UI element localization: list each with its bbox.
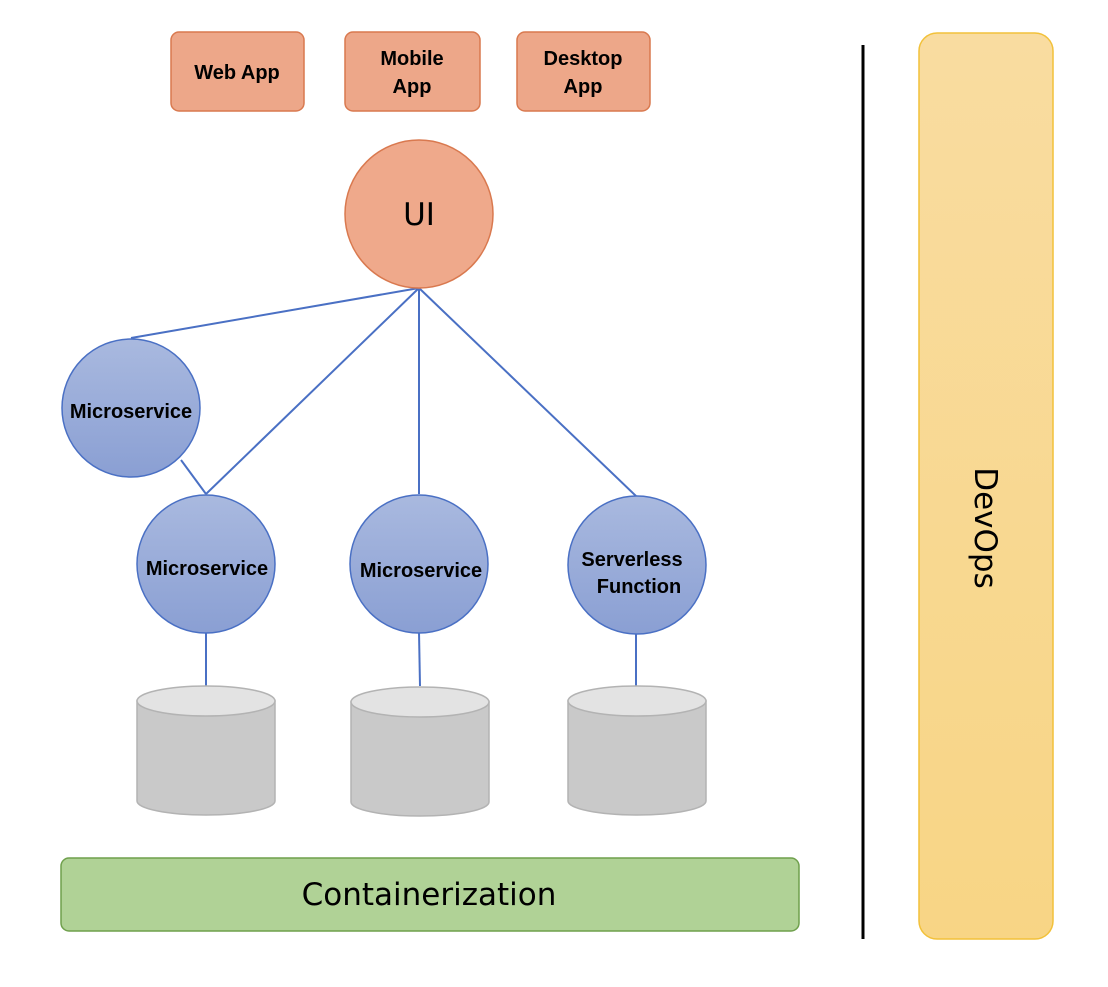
containerization-band: Containerization bbox=[60, 857, 800, 932]
service-circle bbox=[61, 338, 201, 478]
client-label-line1: Mobile bbox=[380, 48, 443, 70]
service-label: Microservice bbox=[146, 558, 268, 580]
client-web-app: Web App bbox=[170, 31, 305, 112]
client-box bbox=[170, 31, 305, 112]
ui-label: UI bbox=[403, 197, 435, 233]
database-top bbox=[136, 685, 276, 717]
database-cylinder bbox=[350, 686, 490, 817]
connector-ui-serverless bbox=[418, 287, 637, 497]
ui-circle bbox=[344, 139, 494, 289]
client-label: Web App bbox=[194, 62, 280, 84]
service-circle bbox=[136, 494, 276, 634]
database-cylinder bbox=[136, 685, 276, 816]
microservice-middle: Microservice bbox=[349, 494, 489, 634]
database-body bbox=[567, 700, 707, 816]
database-cylinder bbox=[567, 685, 707, 816]
serverless-function: Serverless Function bbox=[567, 495, 707, 635]
devops-box bbox=[918, 32, 1054, 940]
microservice-top: Microservice bbox=[61, 338, 201, 478]
client-box bbox=[516, 31, 651, 112]
service-label: Microservice bbox=[360, 560, 482, 582]
client-mobile-app: Mobile App bbox=[344, 31, 481, 112]
database-top bbox=[350, 686, 490, 718]
connector-microservice-middle-db bbox=[418, 631, 421, 687]
service-label-line2: Function bbox=[597, 576, 681, 598]
service-label: Microservice bbox=[70, 401, 192, 423]
containerization-box bbox=[60, 857, 800, 932]
service-circle bbox=[567, 495, 707, 635]
containerization-label: Containerization bbox=[302, 877, 557, 913]
connector-ui-microservice-top bbox=[130, 287, 420, 339]
ui-node: UI bbox=[344, 139, 494, 289]
database-body bbox=[136, 700, 276, 816]
client-label-line2: App bbox=[564, 76, 603, 98]
devops-band: DevOps bbox=[918, 32, 1054, 940]
microservice-left: Microservice bbox=[136, 494, 276, 634]
connector-ui-microservice-left bbox=[205, 287, 420, 495]
client-label-line1: Desktop bbox=[544, 48, 623, 70]
connector-microservice-top-left bbox=[180, 459, 207, 495]
database-top bbox=[567, 685, 707, 717]
service-circle bbox=[349, 494, 489, 634]
database-body bbox=[350, 701, 490, 817]
client-box bbox=[344, 31, 481, 112]
devops-label: DevOps bbox=[967, 467, 1003, 589]
client-desktop-app: Desktop App bbox=[516, 31, 651, 112]
service-label-line1: Serverless bbox=[581, 549, 682, 571]
client-label-line2: App bbox=[393, 76, 432, 98]
connectors bbox=[130, 287, 637, 687]
